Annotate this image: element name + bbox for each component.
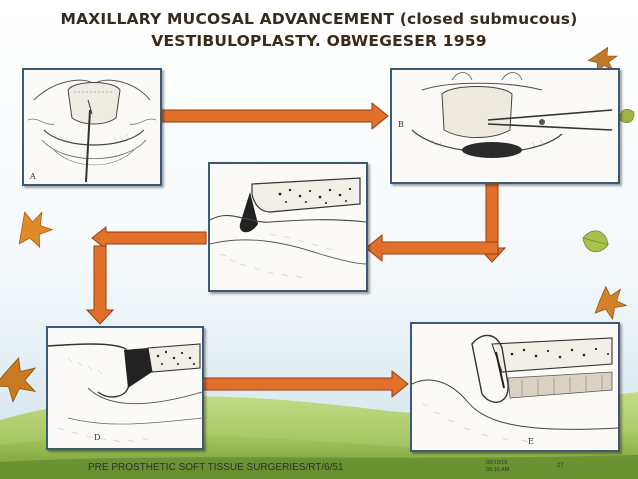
illustration-panel-c <box>208 162 368 292</box>
leaf-icon <box>594 285 628 321</box>
arrow-right-icon <box>201 369 409 399</box>
scissors-dissection-drawing <box>411 72 613 158</box>
incision-drawing <box>27 79 157 183</box>
page-number: 27 <box>557 463 564 469</box>
illustration-panel-e: E <box>410 322 620 452</box>
footer-text: PRE PROSTHETIC SOFT TISSUE SURGERIES/RT/… <box>88 462 344 473</box>
arrow-down-icon <box>85 245 115 325</box>
cross-section-drawing <box>210 177 366 279</box>
arrow-right-icon <box>159 101 389 131</box>
panel-letter: D <box>94 433 101 442</box>
arrow-left-icon <box>91 225 207 251</box>
footer-date-value: 09/19/16 <box>486 460 508 466</box>
panel-letter: A <box>30 172 36 181</box>
illustration-panel-a: A <box>22 68 162 186</box>
footer-time-value: 09:16 AM <box>486 467 510 473</box>
illustration-panel-b: B <box>390 68 620 184</box>
leaf-icon <box>0 357 37 403</box>
footer-date: 09/19/16 09:16 AM <box>486 460 509 474</box>
panel-letter: E <box>528 437 534 446</box>
title-line-1: MAXILLARY MUCOSAL ADVANCEMENT (closed su… <box>60 10 578 28</box>
leaf-icon <box>582 230 609 253</box>
arrow-left-icon <box>365 233 499 263</box>
leaf-icon <box>619 109 635 123</box>
illustration-panel-d: D <box>46 326 204 450</box>
panel-letter: B <box>398 120 404 129</box>
slide-title: MAXILLARY MUCOSAL ADVANCEMENT (closed su… <box>20 8 618 52</box>
advanced-mucosa-drawing <box>48 343 202 443</box>
final-result-drawing <box>412 334 618 443</box>
title-line-2: VESTIBULOPLASTY. OBWEGESER 1959 <box>151 32 487 50</box>
leaf-icon <box>18 211 54 249</box>
